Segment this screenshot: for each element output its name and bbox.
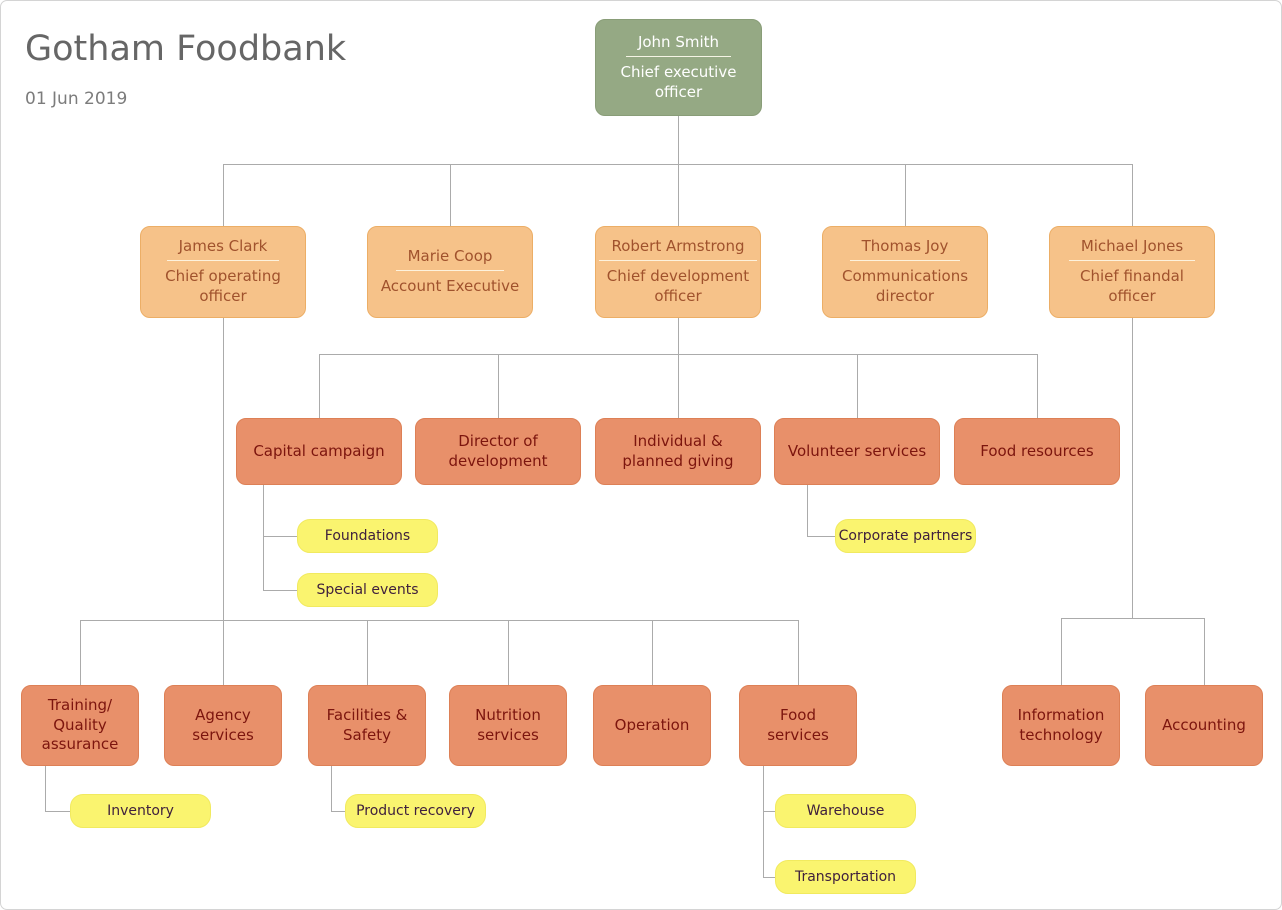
node-account-executive[interactable]: Marie Coop Account Executive (367, 226, 533, 318)
connector (763, 877, 775, 878)
node-facilities-safety[interactable]: Facilities & Safety (308, 685, 426, 766)
person-title: Communications director (841, 267, 969, 305)
person-title: Chief development officer (606, 267, 750, 305)
dept-label: Agency services (192, 706, 254, 744)
connector (798, 620, 799, 685)
connector (1204, 618, 1205, 685)
person-title: Account Executive (380, 277, 520, 296)
connector (1132, 164, 1133, 226)
node-volunteer-services[interactable]: Volunteer services (774, 418, 940, 485)
dept-label: Accounting (1162, 715, 1246, 734)
connector (223, 164, 224, 226)
node-food-resources[interactable]: Food resources (954, 418, 1120, 485)
node-transportation[interactable]: Transportation (775, 860, 916, 894)
subunit-label: Foundations (324, 528, 411, 544)
dept-label: Operation (614, 715, 690, 734)
node-capital-campaign[interactable]: Capital campaign (236, 418, 402, 485)
connector (678, 354, 679, 418)
node-nutrition-services[interactable]: Nutrition services (449, 685, 567, 766)
person-title: Chief operating officer (165, 267, 281, 305)
subunit-label: Special events (316, 582, 419, 598)
subunit-label: Product recovery (356, 803, 475, 819)
node-operation[interactable]: Operation (593, 685, 711, 766)
connector (508, 620, 509, 685)
page-date: 01 Jun 2019 (25, 89, 128, 109)
connector (367, 620, 368, 685)
dept-label: Food services (767, 706, 829, 744)
connector (807, 536, 835, 537)
connector (331, 811, 345, 812)
node-training-quality-assurance[interactable]: Training/ Quality assurance (21, 685, 139, 766)
person-name: John Smith (625, 33, 732, 57)
person-name: Thomas Joy (849, 237, 961, 262)
connector (678, 318, 679, 354)
dept-label: Nutrition services (475, 706, 541, 744)
subunit-label: Transportation (794, 869, 897, 885)
dept-label: Individual & planned giving (622, 432, 734, 470)
connector (1132, 318, 1133, 618)
node-director-of-development[interactable]: Director of development (415, 418, 581, 485)
node-product-recovery[interactable]: Product recovery (345, 794, 486, 828)
node-special-events[interactable]: Special events (297, 573, 438, 607)
connector (80, 620, 81, 685)
connector (857, 354, 858, 418)
connector (263, 485, 264, 590)
connector (763, 811, 775, 812)
connector (223, 318, 224, 620)
connector (498, 354, 499, 418)
person-name: Michael Jones (1068, 237, 1196, 262)
dept-label: Volunteer services (787, 441, 927, 460)
node-corporate-partners[interactable]: Corporate partners (835, 519, 976, 553)
dept-label: Facilities & Safety (326, 706, 408, 744)
node-ceo[interactable]: John Smith Chief executive officer (595, 19, 762, 116)
connector (905, 164, 906, 226)
connector (1037, 354, 1038, 418)
connector (223, 620, 224, 685)
dept-label: Training/ Quality assurance (41, 696, 119, 754)
connector (450, 164, 451, 226)
connector (807, 485, 808, 536)
connector (763, 766, 764, 877)
connector (319, 354, 320, 418)
connector (331, 766, 332, 811)
person-name: James Clark (166, 237, 280, 262)
subunit-label: Corporate partners (838, 528, 973, 544)
person-title: Chief finandal officer (1080, 267, 1184, 305)
connector (45, 811, 70, 812)
node-warehouse[interactable]: Warehouse (775, 794, 916, 828)
node-individual-planned-giving[interactable]: Individual & planned giving (595, 418, 761, 485)
node-accounting[interactable]: Accounting (1145, 685, 1263, 766)
node-foundations[interactable]: Foundations (297, 519, 438, 553)
page-title: Gotham Foodbank (25, 29, 347, 69)
connector (1061, 618, 1062, 685)
connector (652, 620, 653, 685)
dept-label: Food resources (980, 441, 1094, 460)
connector (45, 766, 46, 811)
subunit-label: Inventory (107, 803, 174, 819)
node-food-services[interactable]: Food services (739, 685, 857, 766)
dept-label: Information technology (1017, 706, 1105, 744)
subunit-label: Warehouse (806, 803, 885, 819)
node-information-technology[interactable]: Information technology (1002, 685, 1120, 766)
connector (678, 164, 679, 226)
person-title: Chief executive officer (620, 62, 737, 101)
node-communications-director[interactable]: Thomas Joy Communications director (822, 226, 988, 318)
connector (263, 536, 297, 537)
person-name: Robert Armstrong (599, 237, 757, 262)
dept-label: Director of development (448, 432, 548, 470)
person-name: Marie Coop (395, 247, 505, 272)
dept-label: Capital campaign (253, 441, 385, 460)
connector (1061, 618, 1204, 619)
node-coo[interactable]: James Clark Chief operating officer (140, 226, 306, 318)
connector (80, 620, 798, 621)
node-cfo[interactable]: Michael Jones Chief finandal officer (1049, 226, 1215, 318)
connector (678, 116, 679, 164)
connector (263, 590, 297, 591)
node-agency-services[interactable]: Agency services (164, 685, 282, 766)
connector (223, 164, 1132, 165)
node-inventory[interactable]: Inventory (70, 794, 211, 828)
node-cdo[interactable]: Robert Armstrong Chief development offic… (595, 226, 761, 318)
